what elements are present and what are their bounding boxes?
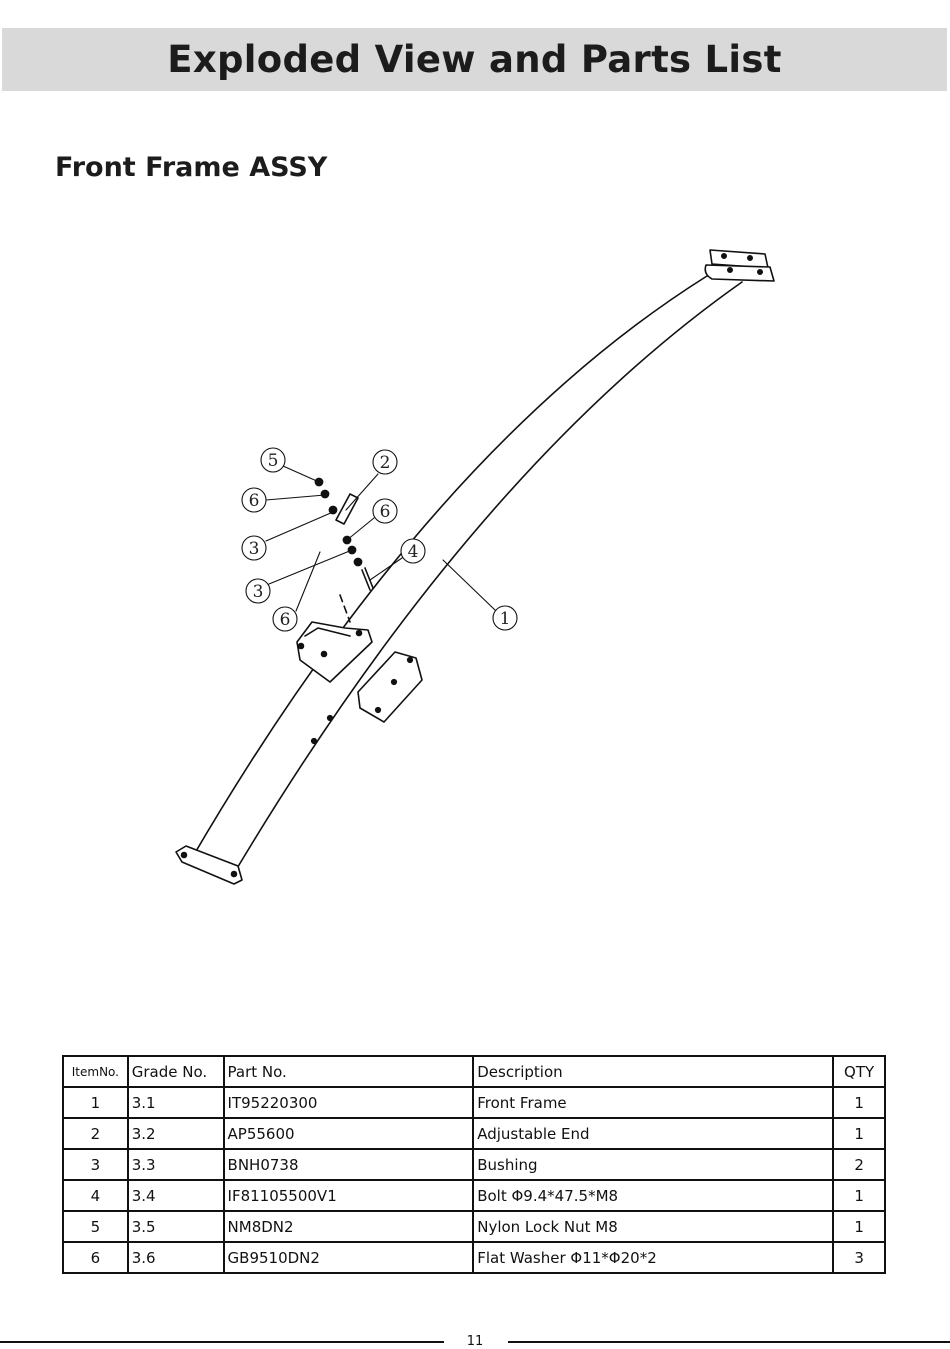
table-row: 4 3.4 IF81105500V1 Bolt Φ9.4*47.5*M8 1	[62, 1179, 886, 1212]
callout-6: 6	[380, 502, 391, 522]
callout-3: 3	[253, 582, 264, 602]
cell-qty: 3	[832, 1241, 886, 1274]
cell-item-no: 4	[62, 1179, 129, 1212]
cell-grade-no: 3.1	[126, 1086, 225, 1119]
table-header-row: ItemNo. Grade No. Part No. Description Q…	[62, 1055, 886, 1088]
adjustable-end-bracket	[296, 621, 373, 683]
front-frame-tube-edge	[235, 281, 743, 871]
cell-description: Bolt Φ9.4*47.5*M8	[472, 1179, 835, 1212]
top-bracket	[704, 249, 775, 282]
cell-grade-no: 3.4	[126, 1179, 225, 1212]
table-row: 2 3.2 AP55600 Adjustable End 1	[62, 1117, 886, 1150]
callout-3: 3	[249, 539, 260, 559]
callout-circles	[241, 447, 518, 632]
cell-part-no: GB9510DN2	[222, 1241, 475, 1274]
cell-qty: 1	[832, 1179, 886, 1212]
cell-description: Bushing	[472, 1148, 835, 1181]
hardware-stack	[314, 477, 374, 623]
cell-description: Front Frame	[472, 1086, 835, 1119]
cell-part-no: NM8DN2	[222, 1210, 475, 1243]
footer-rule-left	[0, 1341, 444, 1343]
footer-rule-right	[508, 1341, 950, 1343]
table-row: 5 3.5 NM8DN2 Nylon Lock Nut M8 1	[62, 1210, 886, 1243]
side-plate-bracket	[357, 651, 423, 723]
cell-description: Flat Washer Φ11*Φ20*2	[472, 1241, 835, 1274]
callout-4: 4	[408, 542, 419, 562]
section-title: Front Frame ASSY	[55, 152, 328, 183]
exploded-view-diagram: 5 2 6 6 3 4 3 6 1	[175, 249, 775, 885]
tube-hole	[326, 714, 334, 722]
page-title: Exploded View and Parts List	[167, 38, 782, 81]
cell-part-no: AP55600	[222, 1117, 475, 1150]
callout-6: 6	[280, 610, 291, 630]
cell-item-no: 5	[62, 1210, 129, 1243]
column-header-qty: QTY	[832, 1055, 886, 1088]
cell-grade-no: 3.5	[126, 1210, 225, 1243]
callout-5: 5	[268, 451, 279, 471]
cell-part-no: BNH0738	[222, 1148, 475, 1181]
callout-2: 2	[380, 453, 391, 473]
cell-item-no: 3	[62, 1148, 129, 1181]
cell-qty: 1	[832, 1086, 886, 1119]
cell-qty: 1	[832, 1117, 886, 1150]
title-banner: Exploded View and Parts List	[2, 28, 947, 91]
tube-hole	[310, 737, 318, 745]
table-row: 3 3.3 BNH0738 Bushing 2	[62, 1148, 886, 1181]
column-header-description: Description	[472, 1055, 835, 1088]
cell-description: Nylon Lock Nut M8	[472, 1210, 835, 1243]
table-row: 6 3.6 GB9510DN2 Flat Washer Φ11*Φ20*2 3	[62, 1241, 886, 1274]
cell-qty: 2	[832, 1148, 886, 1181]
callout-6: 6	[249, 491, 260, 511]
cell-item-no: 6	[62, 1241, 129, 1274]
leader-lines	[265, 465, 496, 612]
cell-qty: 1	[832, 1210, 886, 1243]
cell-description: Adjustable End	[472, 1117, 835, 1150]
column-header-grade-no: Grade No.	[126, 1055, 225, 1088]
cell-part-no: IT95220300	[222, 1086, 475, 1119]
cell-part-no: IF81105500V1	[222, 1179, 475, 1212]
cell-grade-no: 3.6	[126, 1241, 225, 1274]
front-frame-tube	[191, 275, 708, 859]
cell-grade-no: 3.3	[126, 1148, 225, 1181]
column-header-item-no: ItemNo.	[62, 1055, 129, 1088]
cell-item-no: 2	[62, 1117, 129, 1150]
page-number: 11	[466, 1334, 484, 1349]
cell-grade-no: 3.2	[126, 1117, 225, 1150]
bottom-foot-plate	[175, 845, 243, 885]
cell-item-no: 1	[62, 1086, 129, 1119]
parts-list-table: ItemNo. Grade No. Part No. Description Q…	[62, 1055, 886, 1274]
callout-1: 1	[500, 609, 511, 629]
table-row: 1 3.1 IT95220300 Front Frame 1	[62, 1086, 886, 1119]
column-header-part-no: Part No.	[222, 1055, 475, 1088]
